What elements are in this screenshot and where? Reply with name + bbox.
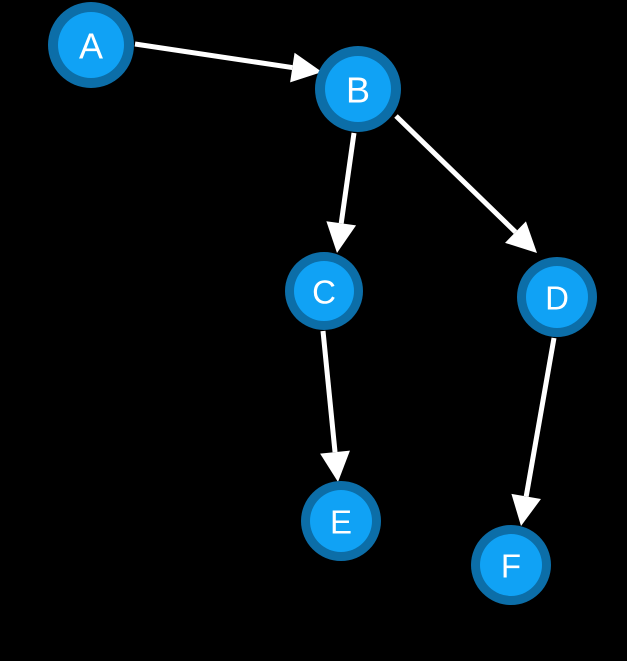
arrowhead-icon [290,52,322,83]
arrowhead-icon [511,493,541,526]
node-fill [325,56,391,122]
graph-node-d[interactable]: D [517,257,597,337]
node-fill [480,534,542,596]
graph-node-f[interactable]: F [471,525,551,605]
edge-line [338,132,357,224]
node-fill [294,261,354,321]
arrowhead-icon [320,450,350,482]
graph-edge-b-c[interactable] [326,132,357,253]
graph-edge-b-d[interactable] [394,114,537,253]
edge-line [320,330,338,453]
graph-node-e[interactable]: E [301,481,381,561]
arrowhead-icon [505,221,537,253]
edge-line [394,114,518,234]
graph-edge-d-f[interactable] [511,337,557,526]
graph-edge-c-e[interactable] [320,330,350,482]
graph-node-c[interactable]: C [285,252,363,330]
edge-line [523,337,557,497]
edges-layer [134,41,557,526]
node-fill [526,266,588,328]
graph-node-b[interactable]: B [315,46,401,132]
arrowhead-icon [326,221,357,253]
edge-line [134,41,293,71]
node-fill [58,12,124,78]
nodes-layer: A B C D E F [48,2,597,605]
graph-edge-a-b[interactable] [134,41,322,83]
node-fill [310,490,372,552]
graph-node-a[interactable]: A [48,2,134,88]
